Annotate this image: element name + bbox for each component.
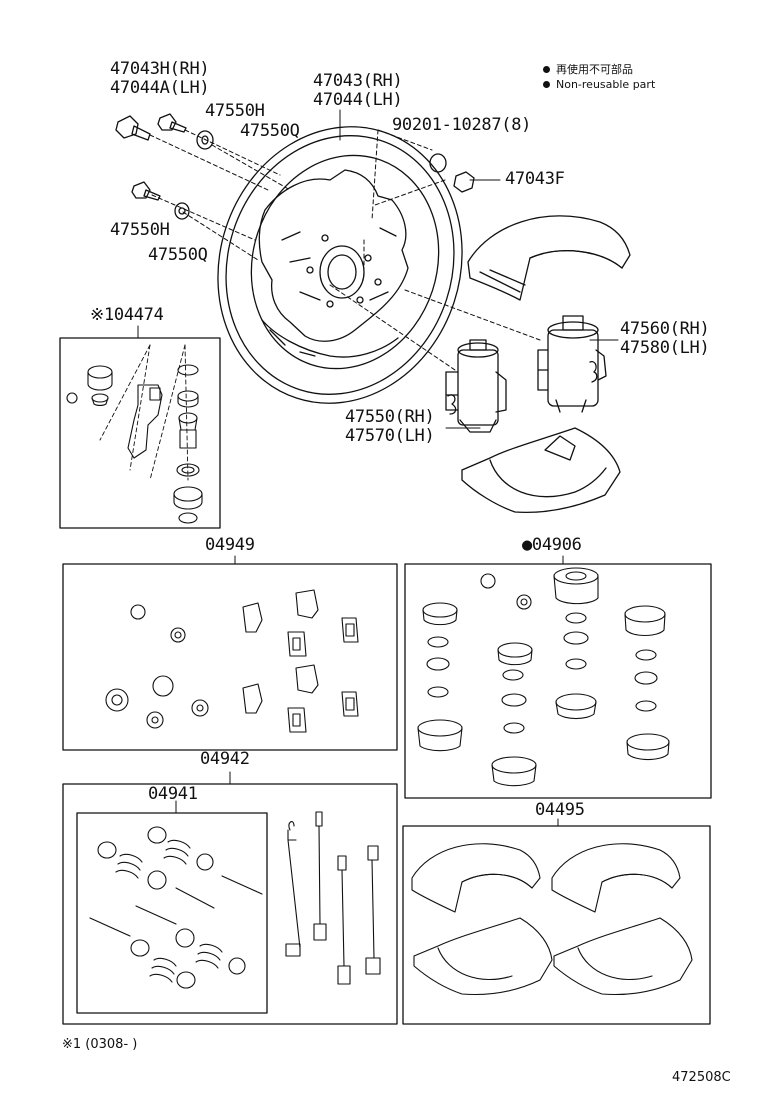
brake-backing-plate [217,126,463,404]
nut-47043F [453,171,475,193]
filled-dot-icon [543,81,550,88]
kit-box-04474 [59,337,221,529]
leader-lines [149,129,541,371]
label-04941: 04941 [148,784,198,804]
brake-shoe-top [467,215,631,301]
kit-04474-leaders [99,344,189,481]
diagram-id: 472508C [672,1070,731,1085]
kit-box-04942 [62,783,398,1025]
kit-04941-parts [89,826,263,989]
label-04474: ※104474 [90,305,164,325]
wheel-cylinder-47550 [445,339,507,433]
label-04942: 04942 [200,749,250,769]
label-04949: 04949 [205,535,255,555]
label-47550: 47550(RH) [345,407,435,427]
legend-row-jp: 再使用不可部品 [543,62,655,77]
label-47044A: 47044A(LH) [110,78,210,98]
label-ticks [137,109,619,827]
legend-row-en: Non-reusable part [543,77,655,92]
label-47570: 47570(LH) [345,426,435,446]
bolt-47550H-top [157,113,187,133]
kit-04906-parts [417,567,670,787]
legend-text-en: Non-reusable part [556,78,656,91]
label-47550H-mid: 47550H [110,220,170,240]
wheel-cylinder-47560 [537,315,607,413]
washer-90201 [429,153,447,173]
washer-47550Q-mid [174,202,190,220]
label-47580: 47580(LH) [620,338,710,358]
bolt-47550H-mid [131,181,161,201]
kit-04949-parts [105,589,359,733]
label-90201: 90201-10287(8) [392,115,532,135]
label-47043F: 47043F [505,169,565,189]
filled-dot-icon [543,66,550,73]
kit-04495-shoes [411,843,693,996]
label-47550Q-top: 47550Q [240,121,300,141]
footnote: ※1 (0308- ) [62,1037,138,1052]
kit-box-04906 [404,563,712,799]
brake-shoe-lower [461,427,621,514]
label-04906: ●04906 [522,535,582,555]
kit-box-04949 [62,563,398,751]
washer-47550Q-top [196,130,214,150]
legend: 再使用不可部品 Non-reusable part [543,62,655,92]
label-47043: 47043(RH) [313,71,403,91]
label-04495: 04495 [535,800,585,820]
kit-04942-springs [285,811,381,985]
label-47550Q-mid: 47550Q [148,245,208,265]
bolt-47043H [115,115,151,141]
kit-box-04941 [76,812,268,1014]
label-47043H: 47043H(RH) [110,59,210,79]
label-47560: 47560(RH) [620,319,710,339]
label-47044: 47044(LH) [313,90,403,110]
label-47550H-top: 47550H [205,101,265,121]
kit-box-04495 [402,825,711,1025]
legend-text-jp: 再使用不可部品 [556,63,633,76]
